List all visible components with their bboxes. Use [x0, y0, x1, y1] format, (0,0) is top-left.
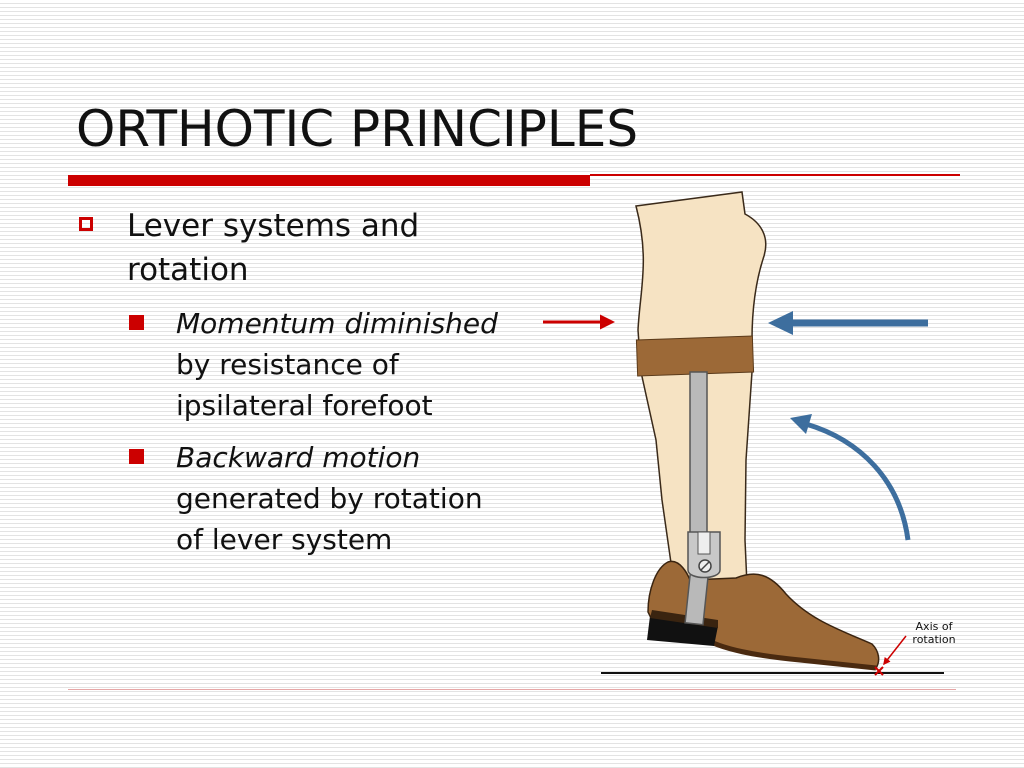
ankle-joint-slot [697, 531, 711, 555]
sub-bullet-momentum: Momentum diminished by resistance of ips… [76, 303, 516, 426]
sub-bullet-text: generated by rotation of lever system [176, 482, 483, 556]
axis-of-rotation-marker-icon [874, 666, 884, 676]
title-rule-thin [590, 174, 960, 176]
title-rule [68, 175, 590, 186]
bullet-lever-systems: Lever systems and rotation [76, 204, 516, 292]
rotation-arrow-icon [790, 414, 911, 541]
filled-square-bullet-icon [129, 449, 144, 464]
sub-bullet-emphasis: Backward motion [176, 441, 421, 474]
slide-title: ORTHOTIC PRINCIPLES [76, 100, 639, 158]
calf-cuff-strap [635, 335, 755, 377]
ankle-joint-fork [687, 531, 721, 579]
bullet-text: Lever systems and rotation [127, 208, 420, 288]
bullet-list: Lever systems and rotation Momentum dimi… [76, 204, 516, 560]
footer-rule [68, 689, 956, 690]
metal-upright-bar [689, 371, 708, 543]
filled-square-bullet-icon [129, 315, 144, 330]
axis-pointer-line [883, 635, 907, 666]
blue-force-arrow-icon [768, 311, 928, 335]
pivot-screw-slot [700, 561, 710, 571]
sub-bullet-text: by resistance of ipsilateral forefoot [176, 348, 433, 422]
hollow-square-bullet-icon [79, 217, 93, 231]
axis-of-rotation-label: Axis of rotation [912, 620, 956, 646]
sub-bullet-emphasis: Momentum diminished [176, 307, 498, 340]
sub-bullet-backward-motion: Backward motion generated by rotation of… [76, 437, 516, 560]
